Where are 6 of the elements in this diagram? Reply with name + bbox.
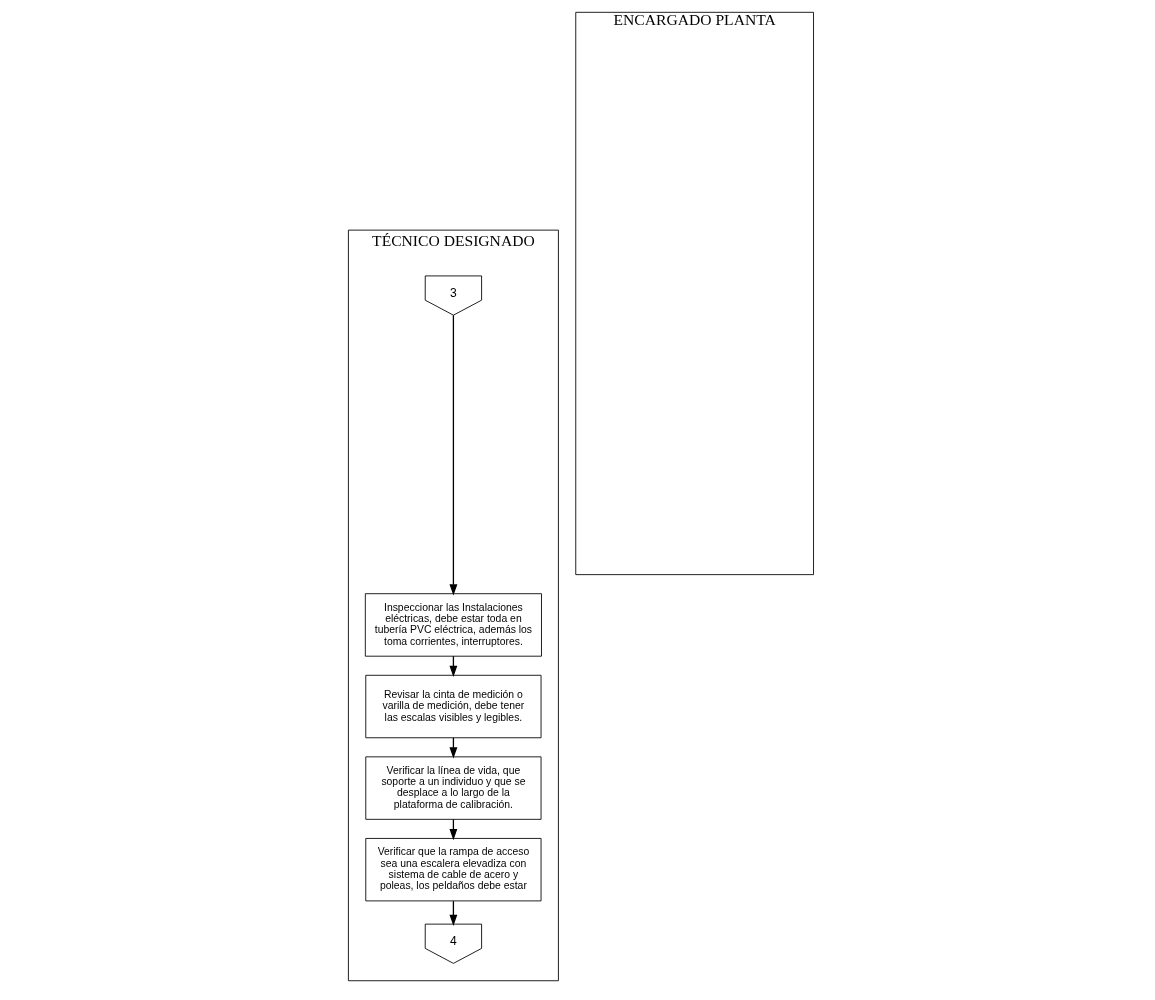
node-box: Verificar la línea de vida, que soporte a un individuo y que se desplace a lo largo de la plataforma de calibración. (365, 756, 542, 820)
node-box: Revisar la cinta de medición o varilla de medición, debe tener las escalas visibles y legibles. (365, 674, 542, 739)
node-box: ENCARGADO PLANTA (575, 11, 814, 576)
node-box: Verificar que la rampa de acceso sea una escalera elevadiza con sistema de cable de acero y poleas, los peldaños debe estar (365, 838, 542, 902)
node-box: Inspeccionar las Instalaciones eléctricas, debe estar toda en tubería PVC eléctrica, además los toma corrientes, interruptores. (364, 593, 542, 657)
arrow (449, 314, 458, 596)
